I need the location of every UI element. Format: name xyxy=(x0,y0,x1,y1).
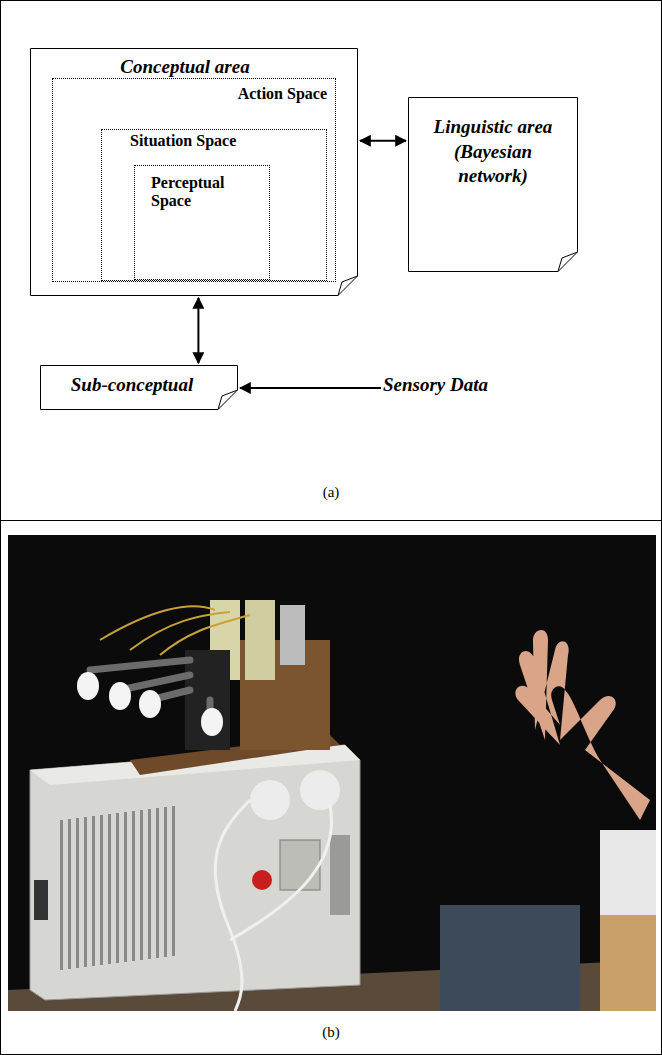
node-label: Conceptual area xyxy=(30,56,358,78)
node-label: Action Space xyxy=(238,85,327,103)
fingertips xyxy=(77,672,223,736)
vent-slots xyxy=(60,806,175,970)
panel-label: (b) xyxy=(322,1024,340,1041)
wires xyxy=(100,606,250,655)
connector-arrow xyxy=(197,298,199,363)
sphere xyxy=(250,780,290,820)
handle xyxy=(34,880,48,920)
panel-label: (a) xyxy=(323,484,340,501)
controller-box xyxy=(30,745,360,1000)
node-label: Perceptual Space xyxy=(151,174,243,211)
node-label: Sub-conceptual xyxy=(40,374,224,396)
linguistic-area-box: Linguistic area (Bayesian network) xyxy=(408,97,578,272)
photo-background xyxy=(8,535,656,1011)
connector-panel xyxy=(330,835,350,915)
node-label: Sensory Data xyxy=(383,374,488,396)
servo-block xyxy=(245,600,275,680)
cable xyxy=(230,805,332,940)
perceptual-space-box: Perceptual Space xyxy=(134,165,270,280)
sphere xyxy=(300,770,340,810)
node-label: Situation Space xyxy=(130,132,236,150)
servo-block xyxy=(280,605,305,665)
stop-button xyxy=(252,870,272,890)
action-space-box: Action SpaceSituation SpacePerceptual Sp… xyxy=(52,78,336,282)
switch-panel xyxy=(280,840,320,890)
connector-arrow xyxy=(360,140,406,142)
panel-divider xyxy=(0,520,662,521)
connector-arrow xyxy=(240,387,381,389)
conceptual-area-box: Conceptual areaAction SpaceSituation Spa… xyxy=(30,48,358,296)
human-hand xyxy=(515,630,650,820)
white-panel xyxy=(600,830,656,915)
sub-conceptual-box: Sub-conceptual xyxy=(40,365,238,410)
wooden-block xyxy=(600,915,656,1011)
situation-space-box: Situation SpacePerceptual Space xyxy=(101,129,327,281)
palm xyxy=(185,650,230,750)
sensory-data-node: Sensory Data xyxy=(383,372,513,404)
node-label: Linguistic area (Bayesian network) xyxy=(418,115,568,189)
shelf-rack xyxy=(440,905,580,1011)
cable xyxy=(215,800,250,1011)
